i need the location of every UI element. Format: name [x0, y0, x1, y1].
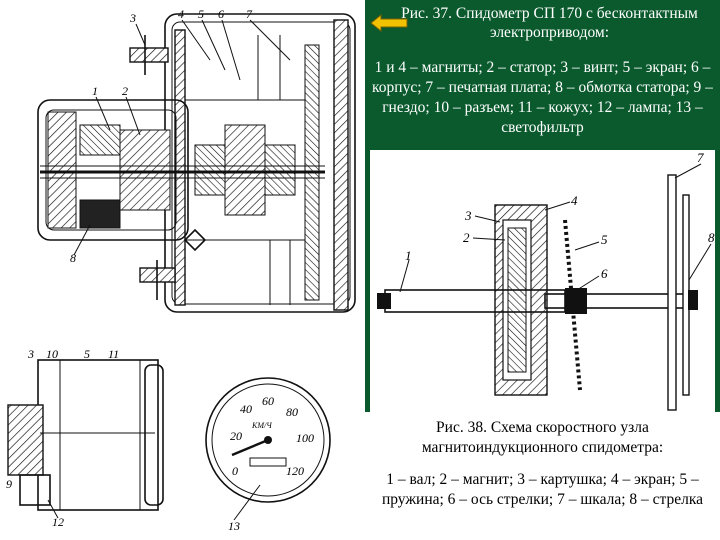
callout-6: 6 — [601, 266, 608, 281]
callout-5b: 5 — [84, 347, 90, 361]
fig38-legend: 1 – вал; 2 – магнит; 3 – картушка; 4 – э… — [381, 471, 704, 508]
dial-label-100: 100 — [296, 431, 314, 445]
fig37-callouts-bottom: 3 10 5 11 9 12 13 — [6, 347, 261, 533]
callout-4: 4 — [178, 7, 184, 21]
back-button[interactable] — [369, 13, 409, 33]
left-arrow-icon — [370, 13, 408, 33]
callout-11: 11 — [108, 347, 119, 361]
callout-1: 1 — [92, 84, 98, 98]
callout-3b: 3 — [27, 347, 34, 361]
callout-12: 12 — [52, 515, 64, 529]
speedometer-cross-section — [37, 13, 356, 313]
dial-label-20: 20 — [230, 429, 242, 443]
callout-2: 2 — [122, 84, 128, 98]
speedometer-dial: 0 20 40 60 80 100 120 КМ/Ч — [205, 377, 331, 503]
callout-6: 6 — [218, 7, 224, 21]
fig38-caption-panel: Рис. 38. Схема скоростного узла магнитои… — [365, 412, 720, 540]
fig38-title: Рис. 38. Схема скоростного узла магнитои… — [421, 419, 664, 456]
callout-1: 1 — [405, 248, 412, 263]
callout-9: 9 — [6, 477, 12, 491]
fig37-drawing: 3 4 5 6 7 1 2 8 3 10 5 11 9 12 13 — [6, 7, 356, 533]
callout-10: 10 — [46, 347, 58, 361]
dial-label-80: 80 — [286, 405, 298, 419]
dial-label-0: 0 — [232, 464, 238, 478]
dial-label-120: 120 — [286, 464, 304, 478]
fig37-title: Рис. 37. Спидометр СП 170 с бесконтактны… — [401, 5, 698, 41]
fig37-caption-panel: Рис. 37. Спидометр СП 170 с бесконтактны… — [365, 0, 720, 150]
callout-2: 2 — [463, 230, 470, 245]
callout-13: 13 — [228, 519, 240, 533]
callout-3: 3 — [129, 11, 136, 25]
dial-label-60: 60 — [262, 394, 274, 408]
callout-3: 3 — [464, 208, 472, 223]
callout-7: 7 — [697, 150, 704, 165]
speedometer-side-view — [7, 359, 164, 511]
fig38-drawing: 7 4 3 2 5 1 6 8 — [370, 150, 715, 412]
fig37-legend: 1 и 4 – магниты; 2 – статор; 3 – винт; 5… — [372, 59, 713, 136]
callout-4: 4 — [571, 193, 578, 208]
callout-8: 8 — [70, 251, 76, 265]
dial-label-40: 40 — [240, 402, 252, 416]
callout-8: 8 — [708, 230, 715, 245]
fig37-callouts-top: 3 4 5 6 7 1 2 8 — [70, 7, 291, 265]
fig38-panel: 7 4 3 2 5 1 6 8 — [365, 150, 720, 412]
callout-5: 5 — [601, 232, 608, 247]
callout-5: 5 — [198, 7, 204, 21]
callout-7: 7 — [246, 7, 253, 21]
dial-unit: КМ/Ч — [251, 421, 272, 430]
